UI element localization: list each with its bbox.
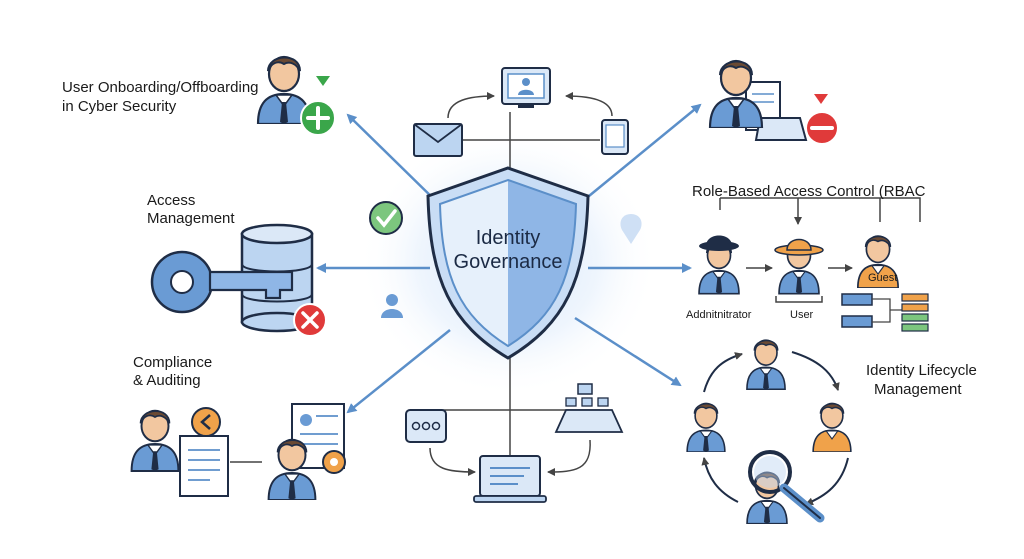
lifecycle-label-line2: Management — [874, 381, 962, 398]
monitor-icon — [501, 67, 551, 108]
arrow-to-offboarding — [577, 103, 702, 206]
shield-title-line2: Governance — [453, 251, 563, 273]
shield-title: Identity Governance — [428, 226, 588, 274]
lifecycle-cycle — [686, 339, 852, 524]
rbac-title: Role-Based Access Control (RBAC — [692, 183, 926, 200]
rbac-admin-label: Addnitnitrator — [686, 309, 752, 321]
minus-badge-icon — [805, 111, 839, 145]
compliance-scene — [130, 403, 346, 500]
magnifying-glass-icon — [748, 450, 825, 523]
tablet-icon — [601, 119, 629, 155]
browser-window-icon — [405, 409, 447, 443]
key-icon — [150, 250, 294, 314]
check-badge-icon — [369, 201, 403, 235]
laptop-icon — [473, 455, 547, 503]
permission-blocks — [841, 293, 929, 332]
chevron-left-badge-icon — [191, 407, 221, 437]
admin-person — [698, 235, 740, 295]
plus-badge-icon — [300, 100, 336, 136]
arrow-to-compliance — [346, 329, 451, 414]
magnifier-badge-icon — [322, 450, 346, 474]
onboarding-user — [256, 55, 336, 136]
location-pin-icon — [620, 214, 642, 244]
bottom-workflow — [405, 340, 624, 503]
document-icon — [179, 435, 229, 497]
access-key-database — [150, 223, 327, 337]
arrow-to-lifecycle — [574, 316, 682, 387]
lifecycle-label-line1: Identity Lifecycle — [866, 362, 977, 379]
rbac-guest-label: Guest — [868, 272, 898, 284]
central-shield — [426, 166, 590, 360]
rbac-user-label: User — [790, 309, 814, 321]
x-badge-icon — [293, 303, 327, 337]
user-small-icon — [381, 294, 403, 318]
network-hierarchy-icon — [554, 383, 624, 433]
compliance-label-line1: Compliance — [133, 354, 213, 371]
radial-arrows — [316, 103, 702, 414]
access-label-line2: Management — [147, 210, 235, 227]
shield-title-line1: Identity — [475, 227, 541, 249]
top-workflow — [413, 67, 629, 178]
offboarding-user — [708, 59, 839, 145]
compliance-label-line2: & Auditing — [133, 372, 201, 389]
access-label-line1: Access — [147, 192, 196, 209]
onboarding-label-line1: User Onboarding/Offboarding — [62, 79, 259, 96]
mail-icon — [413, 123, 463, 157]
rbac-scene — [698, 197, 929, 332]
user-person — [774, 238, 824, 295]
arrow-to-onboarding — [346, 113, 441, 206]
onboarding-label-line2: in Cyber Security — [62, 98, 177, 115]
